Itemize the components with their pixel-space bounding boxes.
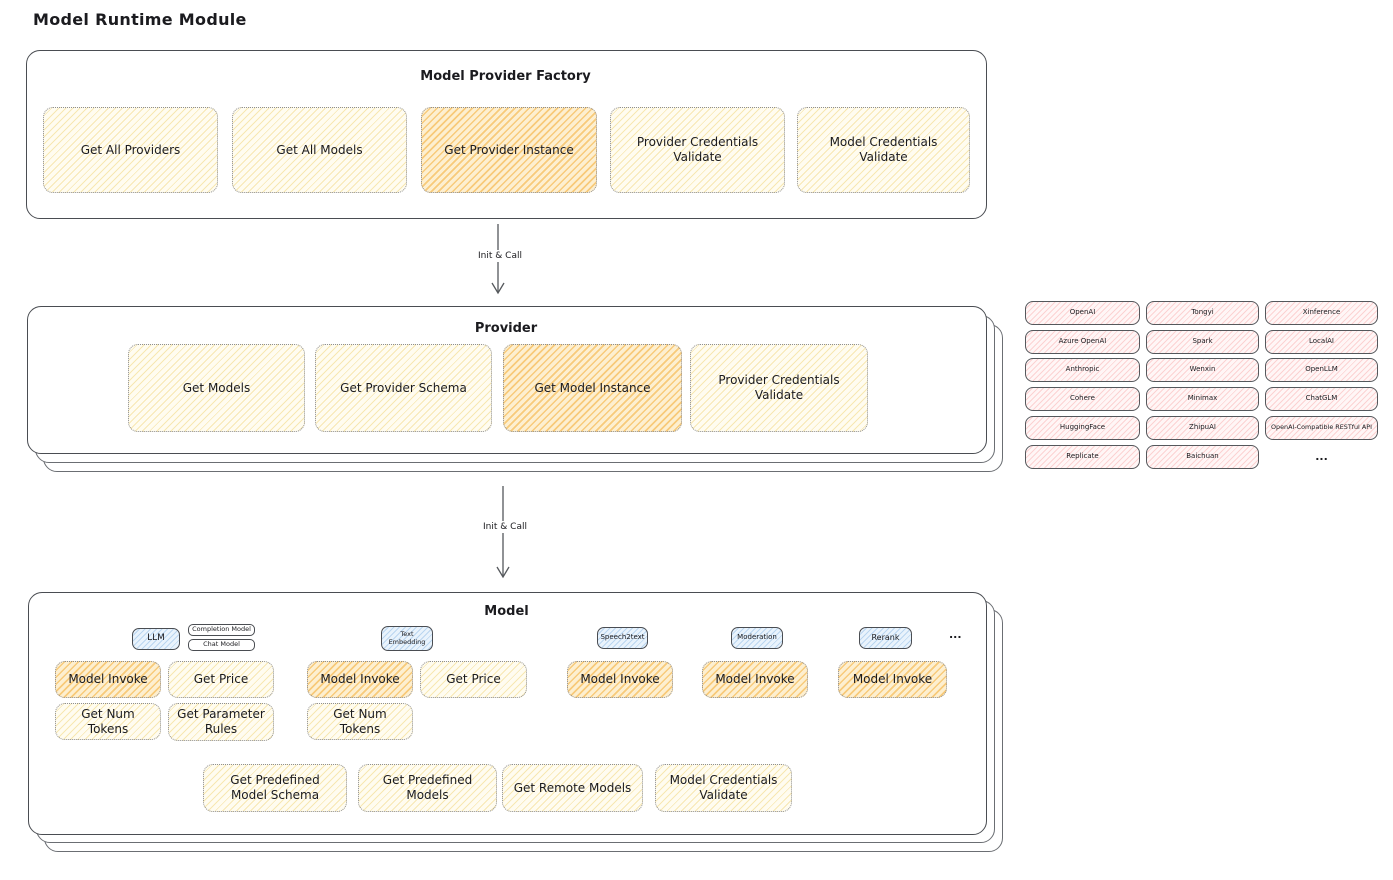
provider-title: Provider <box>474 321 538 336</box>
provider-chip-minimax: Minimax <box>1146 387 1259 411</box>
factory-op-provider-credentials-validate: Provider Credentials Validate <box>610 107 785 193</box>
provider-chip-more-ellipsis: ... <box>1315 449 1328 463</box>
provider-chip-anthropic: Anthropic <box>1025 358 1140 382</box>
tabs-more-ellipsis: ... <box>949 628 962 641</box>
model-op-get-num-tokens-text-embedding: Get Num Tokens <box>307 703 413 740</box>
model-op-invoke-llm: Model Invoke <box>55 661 161 698</box>
provider-chip-azure-openai: Azure OpenAI <box>1025 330 1140 354</box>
model-op-invoke-rerank: Model Invoke <box>838 661 947 698</box>
model-op-invoke-speech2text: Model Invoke <box>567 661 673 698</box>
model-op-invoke-moderation: Model Invoke <box>702 661 808 698</box>
provider-chip-zhipuai: ZhipuAI <box>1146 416 1259 440</box>
provider-chip-tongyi: Tongyi <box>1146 301 1259 325</box>
model-op-get-num-tokens-llm: Get Num Tokens <box>55 703 161 740</box>
provider-op-get-provider-schema: Get Provider Schema <box>315 344 492 432</box>
provider-chip-localai: LocalAI <box>1265 330 1378 354</box>
factory-op-get-all-models: Get All Models <box>232 107 407 193</box>
provider-chip-openllm: OpenLLM <box>1265 358 1378 382</box>
tab-completion-model: Completion Model <box>188 624 255 636</box>
factory-op-get-all-providers: Get All Providers <box>43 107 218 193</box>
provider-chip-chatglm: ChatGLM <box>1265 387 1378 411</box>
provider-op-get-models: Get Models <box>128 344 305 432</box>
down-arrow-icon <box>496 486 510 579</box>
model-op-get-predefined-model-schema: Get Predefined Model Schema <box>203 764 347 812</box>
model-op-get-price-text-embedding: Get Price <box>420 661 527 698</box>
provider-chip-cohere: Cohere <box>1025 387 1140 411</box>
provider-chip-openai-compatible-restful-api: OpenAI-Compatible RESTful API <box>1265 416 1378 440</box>
factory-op-get-provider-instance: Get Provider Instance <box>421 107 597 193</box>
tab-text-embedding: Text Embedding <box>381 626 433 651</box>
tab-llm: LLM <box>132 628 180 650</box>
provider-chip-baichuan: Baichuan <box>1146 445 1259 469</box>
model-title: Model <box>484 604 529 619</box>
model-op-invoke-text-embedding: Model Invoke <box>307 661 413 698</box>
tab-speech2text: Speech2text <box>597 627 648 649</box>
model-op-model-credentials-validate: Model Credentials Validate <box>655 764 792 812</box>
provider-chip-openai: OpenAI <box>1025 301 1140 325</box>
model-op-get-price-llm: Get Price <box>168 661 274 698</box>
provider-chip-wenxin: Wenxin <box>1146 358 1259 382</box>
provider-op-provider-credentials-validate: Provider Credentials Validate <box>690 344 868 432</box>
model-op-get-remote-models: Get Remote Models <box>502 764 643 812</box>
factory-title: Model Provider Factory <box>420 69 591 84</box>
provider-chip-replicate: Replicate <box>1025 445 1140 469</box>
init-call-label-1: Init & Call <box>469 250 531 262</box>
provider-chip-huggingface: HuggingFace <box>1025 416 1140 440</box>
provider-chip-spark: Spark <box>1146 330 1259 354</box>
provider-chip-xinference: Xinference <box>1265 301 1378 325</box>
page-title: Model Runtime Module <box>33 10 247 29</box>
tab-rerank: Rerank <box>859 627 912 649</box>
tab-chat-model: Chat Model <box>188 639 255 651</box>
init-call-label-2: Init & Call <box>474 521 536 533</box>
model-op-get-parameter-rules: Get Parameter Rules <box>168 703 274 741</box>
factory-op-model-credentials-validate: Model Credentials Validate <box>797 107 970 193</box>
model-op-get-predefined-models: Get Predefined Models <box>358 764 497 812</box>
provider-op-get-model-instance: Get Model Instance <box>503 344 682 432</box>
tab-moderation: Moderation <box>731 627 783 649</box>
